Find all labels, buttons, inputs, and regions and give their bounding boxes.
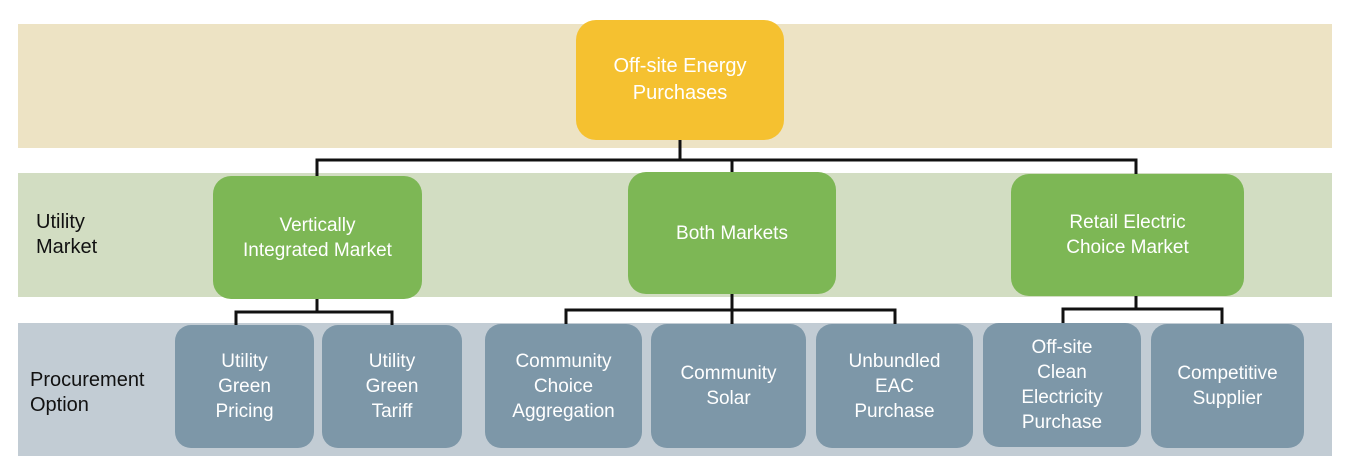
option-node-utility-green-tariff: Utility Green Tariff [322,325,462,448]
market-node-both-markets: Both Markets [628,172,836,294]
option-node-unbundled-eac-purchase: Unbundled EAC Purchase [816,324,973,448]
option-node-community-choice-aggregation: Community Choice Aggregation [485,324,642,448]
market-node-vertically-integrated: Vertically Integrated Market [213,176,422,299]
option-node-competitive-supplier: Competitive Supplier [1151,324,1304,448]
option-node-utility-green-pricing: Utility Green Pricing [175,325,314,448]
option-node-community-solar: Community Solar [651,324,806,448]
row-label-procurement-option: Procurement Option [30,369,145,416]
market-node-retail-electric-choice: Retail Electric Choice Market [1011,174,1244,296]
row-label-utility-market: Utility Market [36,211,98,258]
root-node-offsite-energy-purchases: Off-site Energy Purchases [576,20,784,140]
option-node-offsite-clean-electricity-purchase: Off-site Clean Electricity Purchase [983,323,1141,447]
